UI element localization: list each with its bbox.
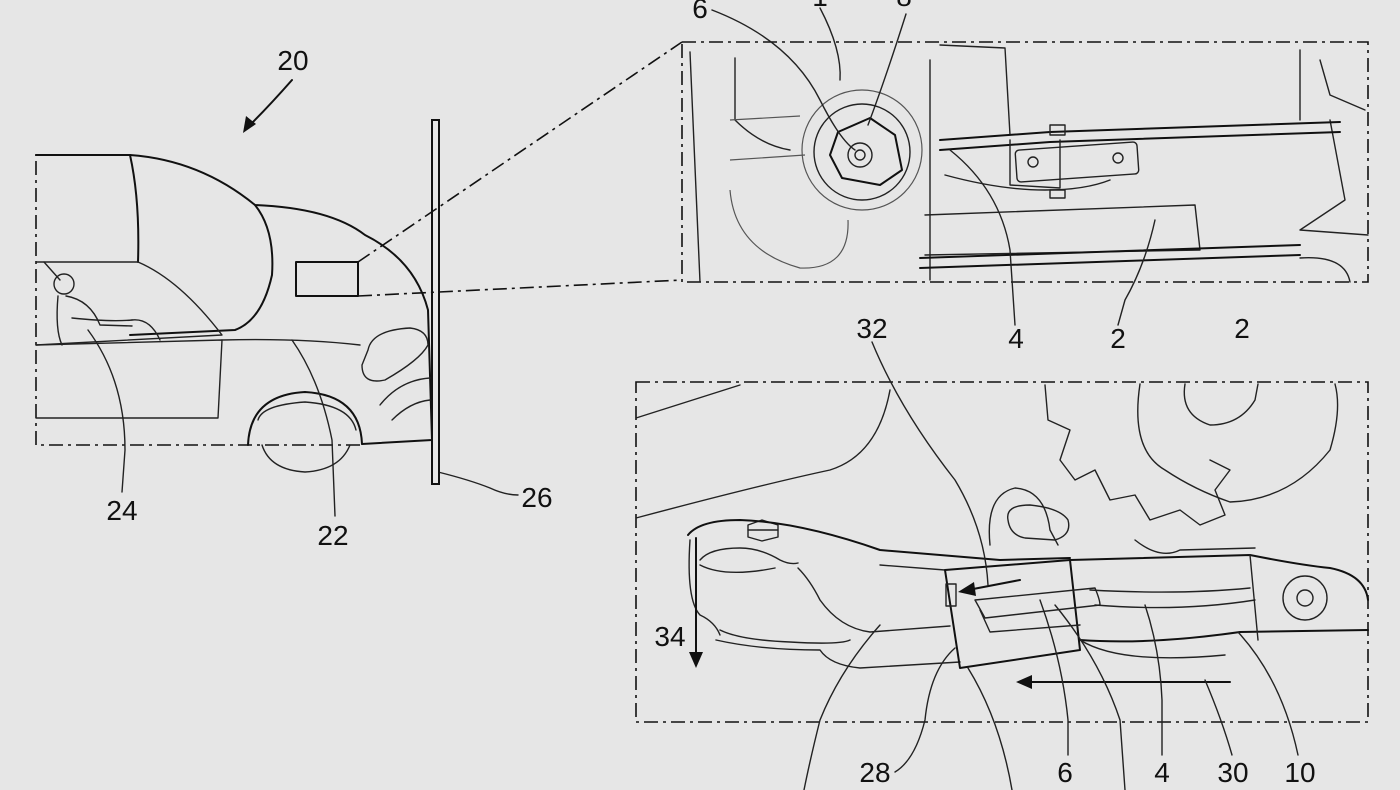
label-10: 10: [1284, 757, 1315, 788]
label-2-top: 2: [1110, 323, 1126, 354]
label-20: 20: [277, 45, 308, 76]
reference-labels: 20 24 22 26 6 1 8 4 2 32 2 34 28 6 4 30 …: [106, 0, 1315, 788]
vehicle-view: [35, 79, 519, 517]
label-28: 28: [859, 757, 890, 788]
label-8: 8: [896, 0, 912, 12]
label-24: 24: [106, 495, 137, 526]
driver: [53, 273, 161, 346]
target-wall: [431, 119, 440, 485]
clamp: [944, 559, 1081, 669]
label-34: 34: [654, 621, 685, 652]
detail-view-bottom: [635, 341, 1369, 790]
label-2-right: 2: [1234, 313, 1250, 344]
label-30: 30: [1217, 757, 1248, 788]
label-6-top: 6: [692, 0, 708, 24]
label-26: 26: [521, 482, 552, 513]
sensor-box: [295, 261, 359, 297]
vehicle-body: [35, 154, 433, 445]
detail-view-top: [681, 7, 1369, 326]
rotary-mount: [801, 89, 923, 211]
label-32: 32: [856, 313, 887, 344]
label-6-bottom: 6: [1057, 757, 1073, 788]
label-22: 22: [317, 520, 348, 551]
label-1: 1: [812, 0, 828, 12]
label-4-bottom: 4: [1154, 757, 1170, 788]
label-4-top: 4: [1008, 323, 1024, 354]
